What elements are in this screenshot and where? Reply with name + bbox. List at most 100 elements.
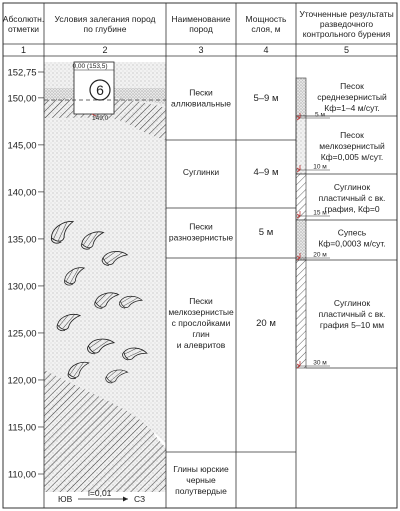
clay-lens-shape xyxy=(50,221,75,242)
log-loam-1 xyxy=(295,173,307,221)
clay-lens-tail xyxy=(50,237,62,244)
header-col1-line: Абсолютн. xyxy=(3,14,44,24)
elevation-label: 152,75 xyxy=(7,68,36,79)
clay-lens-shape xyxy=(94,292,120,308)
elevation-label: 110,00 xyxy=(8,470,36,481)
layer-name-line: Пески xyxy=(189,222,213,232)
clay-lens-shape xyxy=(64,267,86,284)
column-number: 3 xyxy=(198,45,203,55)
slope-indicator: ЮВ i=0,01 СЗ xyxy=(58,488,145,504)
clay-lens xyxy=(67,361,90,380)
boring-result-line: пластичный с вк. xyxy=(319,309,386,319)
elevation-label: 115,00 xyxy=(8,422,36,433)
section-layers xyxy=(44,62,166,492)
borehole: 0,00 (153,5) 6 149,0 xyxy=(44,61,166,122)
depth-mark-label: 5 м xyxy=(315,112,325,119)
elevation-label: 135,00 xyxy=(7,234,36,245)
clay-lens xyxy=(105,369,129,384)
boring-result-line: Песок xyxy=(340,81,364,91)
slope-right-label: СЗ xyxy=(134,494,145,504)
depth-mark-label: 15 м xyxy=(313,210,327,217)
clay-lens-tail xyxy=(101,257,110,266)
depth-mark-arrow xyxy=(296,115,301,121)
layer-name-line: черные xyxy=(186,475,216,485)
clay-lens-tail xyxy=(67,373,77,380)
layer-thickness: 4–9 м xyxy=(253,167,278,178)
elevation-label: 125,00 xyxy=(7,328,36,339)
header-col4-line: Мощность xyxy=(246,14,287,24)
depth-mark-label: 30 м xyxy=(313,360,327,367)
clay-lens-tail xyxy=(122,351,129,361)
slope-arrow-head xyxy=(123,496,128,502)
layer-name-line: аллювиальные xyxy=(171,99,231,109)
header-col1-line: отметки xyxy=(8,24,39,34)
layer-thickness: 20 м xyxy=(256,318,276,329)
layer-name-line: мелкозернистые xyxy=(168,307,234,317)
layer-name-line: разнозернистые xyxy=(169,233,234,243)
clay-lens xyxy=(56,314,82,332)
boring-result-line: Кф=0,005 м/сут. xyxy=(321,152,384,162)
layer-name-line: полутвердые xyxy=(175,486,227,496)
clay-lens xyxy=(119,295,143,309)
layer-name-line: с прослойками xyxy=(172,318,231,328)
clay-lens-shape xyxy=(56,314,82,330)
boring-result-line: графия 5–10 мм xyxy=(320,320,384,330)
elevation-label: 150,00 xyxy=(7,93,36,104)
well-number: 6 xyxy=(96,82,104,98)
boring-result-line: мелкозернистый xyxy=(319,141,385,151)
slope-left-label: ЮВ xyxy=(58,494,73,504)
clay-lens-tail xyxy=(105,376,113,384)
clay-lens xyxy=(87,338,116,355)
elevation-label: 140,00 xyxy=(7,187,36,198)
slope-gradient-label: i=0,01 xyxy=(88,488,112,498)
header-col3-line: Наименование xyxy=(172,14,231,24)
boring-result-line: Супесь xyxy=(338,228,367,238)
layer-thickness: 5–9 м xyxy=(253,93,278,104)
depth-mark-arrow xyxy=(296,363,301,369)
borehole-top-label: 0,00 (153,5) xyxy=(72,63,107,70)
header-col5-line: Уточненные результаты xyxy=(299,9,393,19)
clay-lens-tail xyxy=(94,301,103,309)
column-number: 2 xyxy=(102,45,107,55)
clay-lens xyxy=(64,267,86,286)
elevation-axis: 152,75150,00145,00140,00135,00130,00125,… xyxy=(7,68,44,481)
depth-mark-arrow xyxy=(296,213,301,219)
clay-lens-shape xyxy=(123,347,148,360)
layer-name-line: Пески xyxy=(189,88,213,98)
elevation-label: 120,00 xyxy=(7,375,36,386)
log-sand-fine xyxy=(295,115,307,175)
header-col5-line: контрольного бурения xyxy=(303,29,391,39)
boring-result-line: Кф=1–4 м/сут. xyxy=(324,103,379,113)
water-level-label: 149,0 xyxy=(92,115,109,122)
boring-result-line: Песок xyxy=(340,130,364,140)
column-number: 1 xyxy=(21,45,26,55)
log-sandy-loam xyxy=(295,219,307,261)
clay-lens-tail xyxy=(64,280,73,286)
clay-lens-tail xyxy=(87,345,95,355)
clay-lens xyxy=(81,231,105,250)
table-headers: Абсолютн.отметки Условия залегания пород п… xyxy=(3,9,394,39)
clay-lens-shape xyxy=(87,338,116,354)
clay-lens-tail xyxy=(56,324,66,332)
elevation-label: 145,00 xyxy=(7,140,36,151)
depth-marks: 5 м10 м15 м20 м30 м xyxy=(296,112,330,369)
header-col4-line: слоя, м xyxy=(251,24,280,34)
log-loam-2 xyxy=(295,259,307,369)
header-col2-line: Условия залегания пород xyxy=(54,14,155,24)
clay-lens-shape xyxy=(119,295,143,308)
column-number: 4 xyxy=(263,45,268,55)
depth-mark-label: 10 м xyxy=(313,164,327,171)
layer-name-line: и алевритов xyxy=(177,340,226,350)
header-col3-line: пород xyxy=(189,24,213,34)
clay-hatch xyxy=(44,370,166,492)
depth-mark-arrow xyxy=(296,255,301,261)
boring-result-line: Суглинок xyxy=(334,182,370,192)
clay-lens-shape xyxy=(102,251,129,266)
boring-result-line: пластичный с вк. xyxy=(319,193,386,203)
clay-lens-shape xyxy=(81,231,105,249)
boring-result-line: графия, Кф=0 xyxy=(324,204,380,214)
